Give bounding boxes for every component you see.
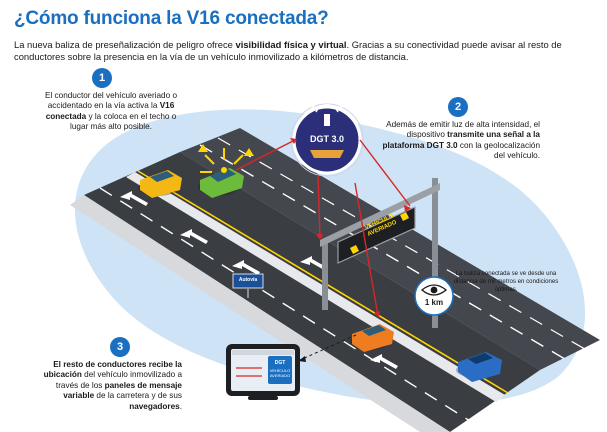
step-1-text: El conductor del vehículo averiado o acc… [45,91,177,132]
lane-line-2 [199,144,571,363]
step-2-text: Además de emitir luz de alta intensidad,… [382,120,540,161]
signal-arrows [235,139,411,317]
intro-paragraph: La nueva baliza de preseñalización de pe… [14,39,562,62]
distance-label: 1 km [424,298,444,307]
direction-arrows [120,191,398,369]
yellow-car [138,170,182,198]
blue-car [456,352,502,382]
orange-car [350,324,394,352]
phone-connector [299,334,357,361]
nav-brand: DGT [274,360,286,366]
visibility-note: La baliza conectada se ve desde una dist… [453,270,559,293]
broken-down-car [198,167,244,198]
lane-line-1 [99,187,471,422]
step-1-number: 1 [92,68,112,88]
eye-icon-shapes [414,276,454,316]
beacon-light-rays [200,148,244,173]
beacon-warning-triangles [198,144,254,156]
page-title: ¿Cómo funciona la V16 conectada? [14,8,329,29]
median-barrier [126,172,505,402]
step-3-text: El resto de conductores recibe la ubicac… [43,360,182,411]
signal-arrowheads [290,138,411,318]
nav-message: VEHÍCULO AVERIADO [269,368,291,378]
dgt-label: DGT 3.0 [309,134,344,144]
navigation-device [226,344,300,400]
step-2-number: 2 [448,97,468,117]
road-far-lanes [180,128,600,370]
road-sign-text: Autovía [238,277,258,283]
road-surface [84,152,540,432]
step-3-number: 3 [110,337,130,357]
gantry [320,178,440,328]
road-shoulder [70,195,450,432]
